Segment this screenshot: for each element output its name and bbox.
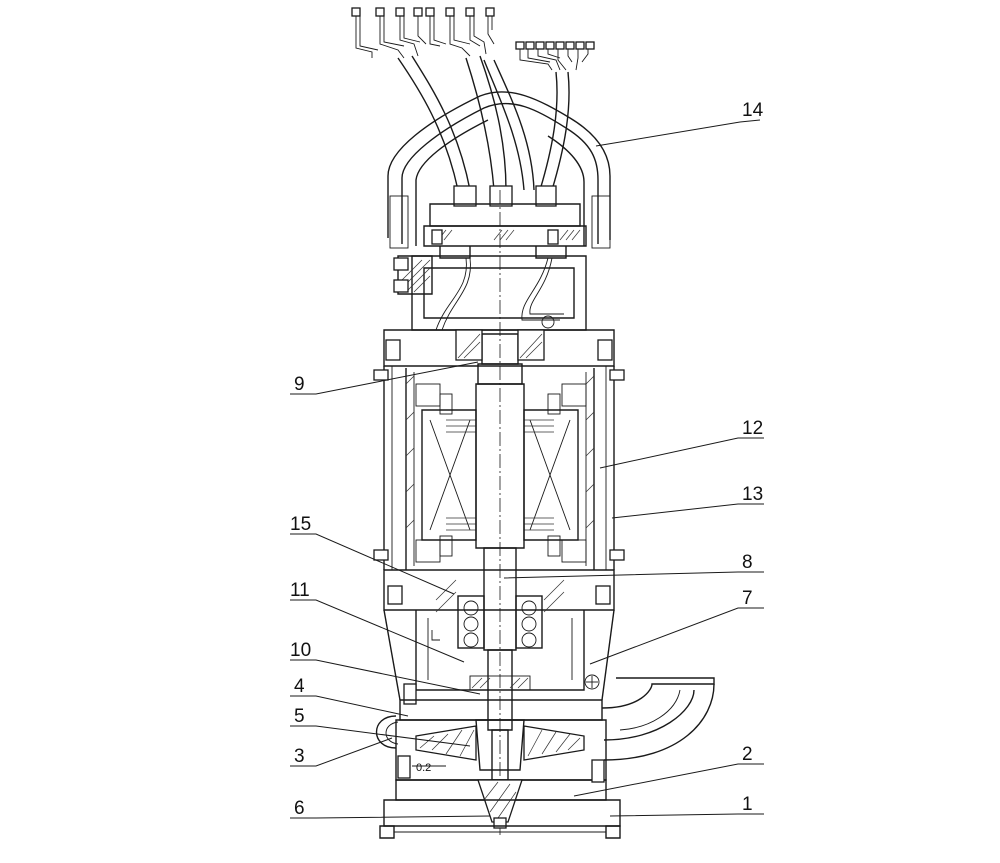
callout-13: 13 [742,484,763,505]
callout-4: 4 [294,676,305,697]
power-cables [351,7,595,207]
lifting-handle [387,91,611,249]
bearing-housing [383,569,615,705]
dimension-note: 0.2 [416,762,431,774]
rotor-shaft [455,190,545,835]
terminal-tags-right [515,41,595,50]
callout-10: 10 [290,640,311,661]
leader-lines [290,119,764,819]
callout-5: 5 [294,706,305,727]
callout-9: 9 [294,374,305,395]
callout-labels: 14 9 12 13 15 8 11 7 10 4 5 3 2 6 1 [290,100,764,819]
motor-housing [373,329,625,570]
callout-6: 6 [294,798,305,819]
callout-3: 3 [294,746,305,767]
callout-1: 1 [742,794,753,815]
callout-15: 15 [290,514,311,535]
callout-8: 8 [742,552,753,573]
callout-14: 14 [742,100,764,121]
discharge-elbow [601,677,715,761]
callout-11: 11 [290,580,310,601]
callout-12: 12 [742,418,763,439]
callout-7: 7 [742,588,753,609]
callout-2: 2 [742,744,753,765]
terminal-tags-left [351,7,495,17]
junction-cover [393,203,587,331]
pump-casing: 0.2 [375,699,621,839]
